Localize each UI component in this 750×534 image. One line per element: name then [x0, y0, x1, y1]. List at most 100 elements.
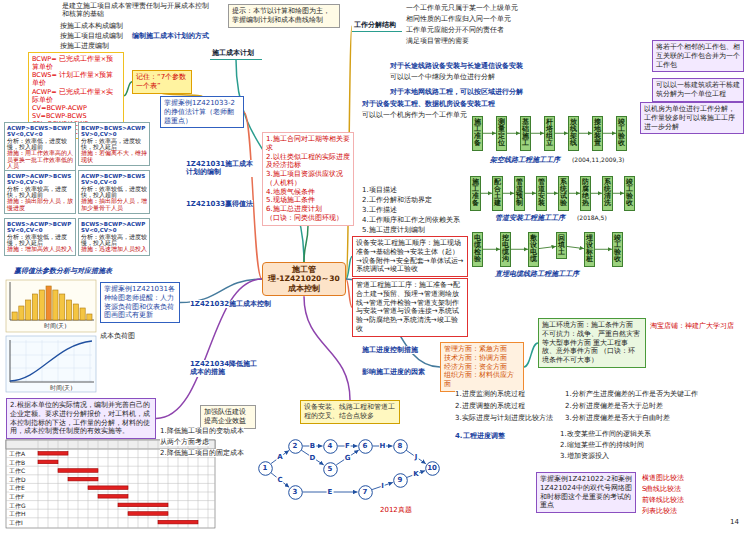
load-bar: [80, 308, 85, 320]
memo-box: 记住：“7个参数一个表”: [132, 70, 192, 94]
gantt-grid: [98, 440, 99, 528]
node-text: 5: [323, 462, 338, 477]
connector: [591, 193, 603, 194]
node-text: 电缆检验: [474, 235, 481, 264]
note-label: 2.进度调整的系统过程: [455, 402, 525, 410]
node-text: 经济方面：资金方面: [444, 363, 520, 372]
connector: [569, 193, 581, 194]
node-text: 设备安装工程施工顺序：施工现场准备→基础检验→安装主体（起）→设备附件→安全配套…: [356, 239, 464, 274]
load-bar: [32, 294, 37, 320]
gantt-bar: [38, 460, 58, 464]
note-label: (2018A,5): [577, 214, 607, 221]
load-bar: [19, 306, 24, 320]
cost-s-curve: [10, 341, 92, 381]
chart-axis: [10, 382, 94, 383]
node-text: 2.根据本单位的实际情况，编制并完善自己的企业定额。要求进行分解报价，对工料机，…: [10, 401, 152, 436]
connector: [483, 133, 497, 134]
node-text: 技术方面：协调方面: [444, 354, 520, 363]
note-label: 一个工作单元只属于某一个上级单元: [406, 4, 518, 12]
process-step-box: 竣工验收: [624, 176, 635, 211]
note-label: 工作E: [9, 484, 25, 491]
tip-box: 掌握案例1Z421022-2和案例1Z421024中的双代号网络图和时标图这个是…: [536, 472, 636, 513]
sequence-box: 管道工程施工工序：施工准备→配合土建→预留、预埋→管道测绘放线→管道元件检验→管…: [352, 278, 468, 337]
note-label: 2.分析进度偏差是否大于总时差: [565, 402, 663, 410]
note-label: 3.工作描述: [362, 206, 397, 214]
node-text: 10: [425, 461, 440, 476]
process-step-box: 系统清洗: [602, 176, 613, 211]
connector: [503, 193, 515, 194]
node-text: ACWP= 已完成工作量×实际单价: [32, 88, 120, 104]
note-box: 加强队伍建设提高企业效益: [200, 405, 256, 429]
note-label: 工作D: [9, 476, 26, 483]
node-text: 掌握案例1Z421033-2的挣值法计算（老师翻题重点）: [164, 99, 240, 125]
node-text: 放线架线: [570, 119, 577, 148]
gantt-bar: [158, 520, 198, 524]
note-label: 2.工作分解和活动界定: [362, 196, 432, 204]
node-text: 管道预制: [516, 179, 523, 208]
note-label: 直埋电缆线路工程施工工序: [495, 270, 579, 278]
note-label: 从两个方面考虑: [160, 438, 209, 446]
chart-grid: [90, 340, 91, 382]
load-bar: [53, 290, 58, 320]
load-bar: [26, 300, 31, 320]
node-text: ACWP>BCWS>BCWP SV<0,CV<0: [7, 125, 73, 138]
node-text: 设备安装、线路工程和管道工程的交叉、结合点较多: [304, 403, 396, 421]
connector: [481, 193, 493, 194]
analysis-panel: BCWP>ACWP>BCWS SV>0,CV>0分析：效率较高，进度快，投入超前…: [4, 170, 76, 214]
gantt-grid: [78, 440, 79, 528]
node-text: 施工准备: [472, 179, 479, 208]
node-text: 2: [288, 439, 303, 454]
tip-box: 以机房为单位进行工作分解，工作量较多时可以将施工工序进一步分解: [640, 102, 744, 134]
node-text: （口诀：同类供图环现）: [266, 214, 350, 223]
process-step-box: 竣工验收: [612, 232, 623, 267]
note-label: 满足项目管理的需要: [406, 37, 469, 45]
note-label: 2012真题: [380, 506, 412, 514]
exam-tip-box: 掌握案例1Z421033-2的挣值法计算（老师翻题重点）: [160, 96, 244, 128]
edge-label: H: [379, 443, 387, 450]
connector: [304, 296, 350, 400]
note-label: 架空线路工程施工工序: [490, 156, 560, 164]
node-text: 竣工验收: [626, 179, 633, 208]
network-event-circle: 5: [323, 462, 338, 477]
process-step-box: 测量定位: [496, 116, 507, 151]
node-text: 分析：效率较高，进度快，投入超前: [7, 186, 73, 199]
edge-label: F: [344, 443, 351, 450]
chart-frame: [6, 280, 96, 332]
node-text: 1.施工合同对工期等相关要求: [266, 135, 350, 153]
node-text: 回填土: [558, 235, 565, 256]
gantt-bar: [58, 469, 98, 473]
circle-shape: [323, 439, 337, 453]
edge-label: A: [276, 454, 283, 461]
note-label: 1.进度监测的系统过程: [455, 390, 525, 398]
connector: [524, 343, 538, 367]
network-event-circle: 1: [258, 461, 273, 476]
connector: [579, 133, 593, 134]
node-text: 管道安装: [538, 179, 545, 208]
note-label: 1Z421034降低施工成本的措施: [190, 360, 260, 377]
note-label: 1Z421031施工成本计划的编制: [186, 160, 258, 177]
exam-tip-box: 掌握案例1Z421031各种绘图老师提醒：人力资源负荷图和仪表负荷图画图式有更新: [100, 282, 180, 323]
note-label: 工作I: [9, 519, 23, 526]
node-text: CV=BCWP-ACWP: [32, 104, 120, 112]
connector: [271, 473, 289, 488]
circle-shape: [288, 485, 302, 499]
node-text: 管理方面：紧急方面: [444, 345, 520, 354]
chart-grid: [10, 342, 92, 343]
circle-shape: [425, 461, 439, 475]
connector: [124, 82, 132, 96]
connector: [511, 249, 529, 250]
node-text: 措施：抽出部分人员，增加少量骨干人员: [81, 198, 147, 211]
edge-label: B: [309, 443, 316, 450]
gantt-grid: [6, 483, 215, 484]
note-label: S曲线比较法: [642, 485, 681, 493]
node-text: 措施：抽出部分人员，放慢进度: [7, 198, 73, 211]
node-text: 2.以往类似工程的实际进度及经济指标: [266, 153, 350, 171]
node-text: 措施：若偏离不大，维持现状: [81, 150, 147, 163]
connector: [372, 482, 393, 489]
edge-label: E: [327, 489, 334, 496]
node-text: 分析：效率较低，进度慢，投入延后: [7, 234, 73, 247]
node-text: 将若干个相邻的工作包、相互关联的工作包合并为一个工作包: [656, 43, 740, 69]
note-label: 对于长途线路设备安装与长途通信设备安装: [390, 62, 523, 70]
analysis-panel: BCWS>BCWP>ACWP SV<0,CV>0分析：效率较高，进度较慢，投入延…: [78, 218, 150, 256]
network-event-circle: 10: [425, 461, 440, 476]
